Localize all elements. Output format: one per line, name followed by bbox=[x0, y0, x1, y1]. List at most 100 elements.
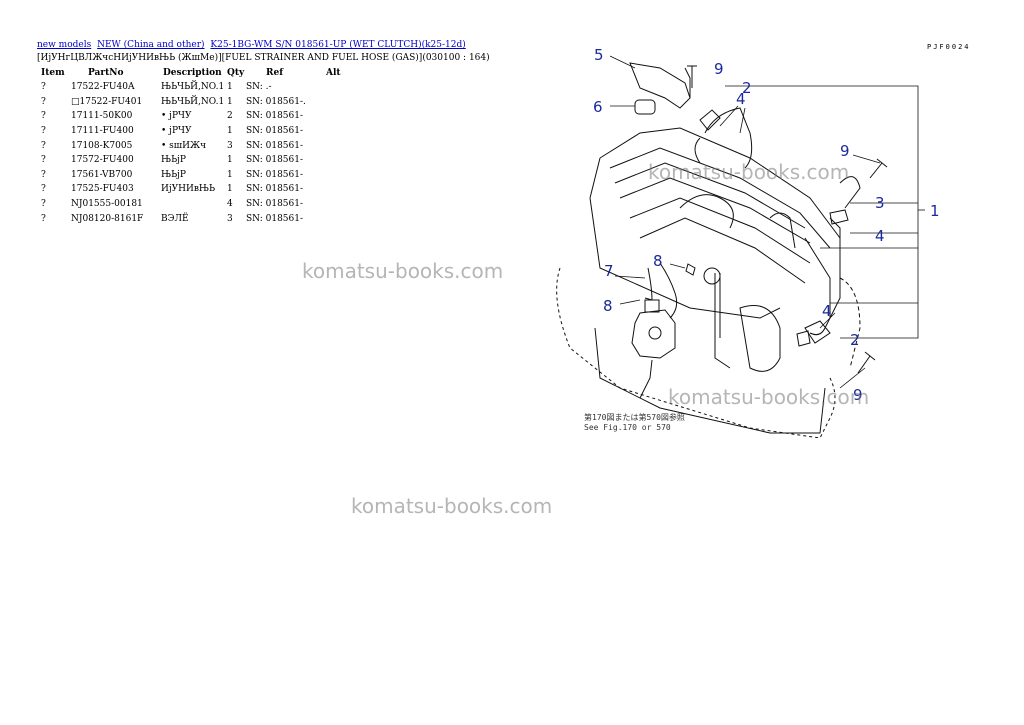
cell-alt bbox=[326, 138, 346, 153]
cell-partno: 17522-FU40A bbox=[71, 82, 135, 93]
cell-alt bbox=[326, 182, 346, 197]
cell-qty: 3 bbox=[227, 213, 233, 224]
cell-description: ЊЬјР bbox=[161, 169, 186, 180]
cell-qty: 1 bbox=[227, 96, 233, 107]
watermark: komatsu-books.com bbox=[302, 259, 504, 283]
header-alt: Alt bbox=[326, 68, 341, 78]
cell-alt bbox=[326, 95, 346, 110]
table-row: ? 17525-FU403 ИјУНИвЊЬ 1 SN: 018561- bbox=[37, 182, 346, 197]
table-row: ? 17108-K7005 • ѕшИЖч 3 SN: 018561- bbox=[37, 138, 346, 153]
cell-qty: 3 bbox=[227, 140, 233, 151]
header-ref: Ref bbox=[266, 68, 284, 78]
cell-qty: 2 bbox=[227, 111, 233, 122]
callout-9-bottom: 9 bbox=[853, 386, 863, 404]
breadcrumb-link-new-china[interactable]: NEW (China and other) bbox=[97, 40, 205, 50]
watermark: komatsu-books.com bbox=[351, 494, 553, 518]
cell-description: ЊЬЧЬЙ,NO.1 bbox=[161, 96, 225, 107]
cell-alt bbox=[326, 153, 346, 168]
cell-ref: SN: 018561- bbox=[246, 199, 304, 210]
callout-9-right: 9 bbox=[840, 142, 850, 160]
callout-4-right: 4 bbox=[875, 227, 885, 245]
cell-alt bbox=[326, 168, 346, 183]
cell-ref: SN: 018561- bbox=[246, 140, 304, 151]
bolt-drawing bbox=[644, 65, 888, 374]
cell-ref: SN: .- bbox=[246, 82, 272, 93]
breadcrumb: new models NEW (China and other) K25-1BG… bbox=[37, 40, 466, 50]
table-header-row: Item PartNo Description Qty Ref Alt bbox=[37, 66, 346, 80]
cell-item: ? bbox=[41, 126, 46, 137]
table-row: ? 17572-FU400 ЊЬјР 1 SN: 018561- bbox=[37, 153, 346, 168]
watermark: komatsu-books.com bbox=[648, 160, 850, 184]
cell-item: ? bbox=[41, 82, 46, 93]
cell-item: ? bbox=[41, 140, 46, 151]
cell-partno: 17108-K7005 bbox=[71, 140, 133, 151]
cell-description: ЊЬЧЬЙ,NO.1 bbox=[161, 82, 225, 93]
table-row: ? 17522-FU40A ЊЬЧЬЙ,NO.1 1 SN: .- bbox=[37, 80, 346, 95]
callouts: 5 9 2 4 6 9 3 1 4 8 7 8 4 2 9 bbox=[593, 46, 940, 404]
leader-lines bbox=[609, 55, 925, 389]
cell-qty: 1 bbox=[227, 82, 233, 93]
table-row: ? □17522-FU401 ЊЬЧЬЙ,NO.1 1 SN: 018561-. bbox=[37, 95, 346, 110]
header-partno: PartNo bbox=[88, 68, 124, 78]
cell-qty: 1 bbox=[227, 126, 233, 137]
cell-item: ? bbox=[41, 184, 46, 195]
breadcrumb-link-new-models[interactable]: new models bbox=[37, 40, 92, 50]
cell-partno: NJ01555-00181 bbox=[71, 199, 143, 210]
callout-2-bottom: 2 bbox=[850, 331, 860, 349]
cell-alt bbox=[326, 211, 346, 226]
cell-item: ? bbox=[41, 169, 46, 180]
callout-9-top: 9 bbox=[714, 60, 724, 78]
caption-english: See Fig.170 or 570 bbox=[584, 423, 671, 432]
callout-6: 6 bbox=[593, 98, 603, 116]
table-row: ? NJ01555-00181 4 SN: 018561- bbox=[37, 197, 346, 212]
cell-qty: 4 bbox=[227, 199, 233, 210]
cell-description: • јРЧУ bbox=[161, 126, 192, 137]
diagram-code: PJF0024 bbox=[927, 43, 971, 51]
diagram-caption: 第170図または第570図参照 See Fig.170 or 570 bbox=[584, 413, 685, 433]
cell-item: ? bbox=[41, 155, 46, 166]
fuel-strainer-drawing bbox=[631, 299, 676, 399]
callout-1: 1 bbox=[930, 202, 940, 220]
cell-description: ВЭЛЁ bbox=[161, 213, 189, 224]
cell-ref: SN: 018561- bbox=[246, 169, 304, 180]
cell-ref: SN: 018561- bbox=[246, 213, 304, 224]
cell-alt bbox=[326, 109, 346, 124]
cell-item: ? bbox=[41, 199, 46, 210]
header-item: Item bbox=[41, 68, 65, 78]
breadcrumb-link-model[interactable]: K25-1BG-WM S/N 018561-UP (WET CLUTCH)(k2… bbox=[210, 40, 466, 50]
callout-8-bottom: 8 bbox=[603, 297, 613, 315]
cell-qty: 1 bbox=[227, 155, 233, 166]
parts-diagram: 5 9 2 4 6 9 3 1 4 8 7 8 4 2 9 bbox=[556, 46, 940, 438]
callout-4-top: 4 bbox=[736, 90, 746, 108]
cell-ref: SN: 018561- bbox=[246, 111, 304, 122]
callout-4-bottom: 4 bbox=[822, 302, 832, 320]
cell-description: ИјУНИвЊЬ bbox=[161, 184, 216, 195]
cell-item: ? bbox=[41, 213, 46, 224]
parts-table: Item PartNo Description Qty Ref Alt ? 17… bbox=[37, 66, 346, 226]
cell-partno: 17111-FU400 bbox=[71, 126, 134, 137]
cell-item: ? bbox=[41, 111, 46, 122]
cell-description bbox=[161, 197, 227, 212]
cell-partno: NJ08120-8161F bbox=[71, 213, 144, 224]
cell-ref: SN: 018561- bbox=[246, 155, 304, 166]
table-row: ? 17111-FU400 • јРЧУ 1 SN: 018561- bbox=[37, 124, 346, 139]
cell-item: ? bbox=[41, 96, 46, 107]
cell-alt bbox=[326, 197, 346, 212]
watermark: komatsu-books.com bbox=[668, 385, 870, 409]
cell-description: • јРЧУ bbox=[161, 111, 192, 122]
cell-description: ЊЬјР bbox=[161, 155, 186, 166]
cell-partno: 17525-FU403 bbox=[71, 184, 134, 195]
cell-partno: 17572-FU400 bbox=[71, 155, 134, 166]
header-description: Description bbox=[163, 68, 222, 78]
cell-description: • ѕшИЖч bbox=[161, 140, 207, 151]
page-subtitle: [ИјУНгЦВЛЖчсНИјУНИвЊЬ (ЖшМе)][FUEL STRAI… bbox=[37, 53, 490, 63]
callout-7: 7 bbox=[604, 262, 614, 280]
cell-alt bbox=[326, 124, 346, 139]
cell-partno: 17561-VB700 bbox=[71, 169, 133, 180]
cell-qty: 1 bbox=[227, 169, 233, 180]
callout-5: 5 bbox=[594, 46, 604, 64]
cell-qty: 1 bbox=[227, 184, 233, 195]
bracket-drawing bbox=[629, 62, 861, 347]
cell-ref: SN: 018561- bbox=[246, 126, 304, 137]
caption-japanese: 第170図または第570図参照 bbox=[584, 413, 685, 422]
